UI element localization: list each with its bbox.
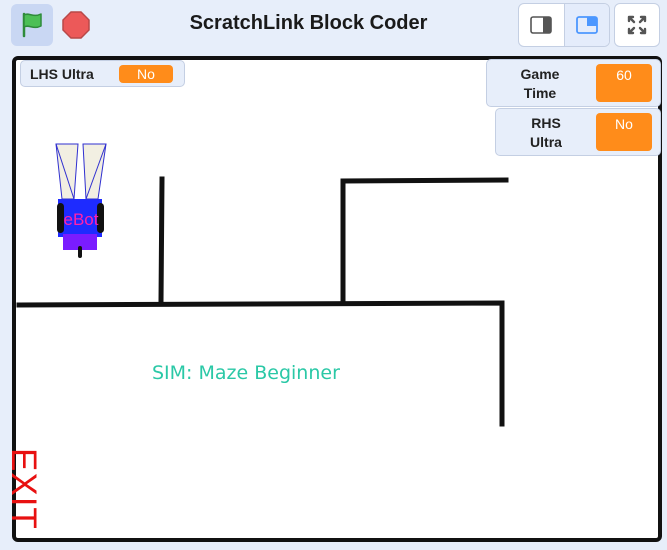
game-time-label-line1: Game [520, 66, 560, 82]
stop-icon [62, 11, 90, 39]
normal-stage-layout-icon [576, 16, 598, 34]
game-time-monitor[interactable]: Game Time 60 [486, 59, 661, 107]
rhs-ultra-label-line2: Ultra [530, 134, 562, 150]
normal-stage-button[interactable] [563, 4, 609, 46]
stage-layout-toggle [518, 3, 610, 47]
rhs-ultra-value: No [596, 113, 652, 151]
green-flag-button[interactable] [11, 4, 53, 46]
lhs-ultra-label: LHS Ultra [30, 66, 94, 82]
small-stage-layout-icon [530, 16, 553, 34]
lhs-ultra-value: No [119, 65, 173, 83]
exit-label: EXIT [4, 448, 43, 530]
rhs-ultra-label-line1: RHS [531, 115, 561, 131]
game-time-value: 60 [596, 64, 652, 102]
maze-walls: eBot [16, 143, 509, 427]
rhs-ultra-monitor[interactable]: RHS Ultra No [495, 108, 661, 156]
fullscreen-button[interactable] [614, 3, 660, 47]
lhs-ultra-monitor[interactable]: LHS Ultra No [20, 60, 185, 87]
fullscreen-icon [627, 15, 647, 35]
ebot-robot[interactable]: eBot [55, 143, 107, 258]
sim-title: SIM: Maze Beginner [152, 362, 340, 384]
game-time-label-line2: Time [523, 85, 557, 101]
green-flag-icon [22, 12, 42, 38]
ebot-label: eBot [64, 210, 99, 229]
top-toolbar: ScratchLink Block Coder [0, 0, 667, 52]
app-title: ScratchLink Block Coder [189, 12, 428, 34]
small-stage-button[interactable] [519, 4, 564, 46]
stop-button[interactable] [55, 4, 97, 46]
